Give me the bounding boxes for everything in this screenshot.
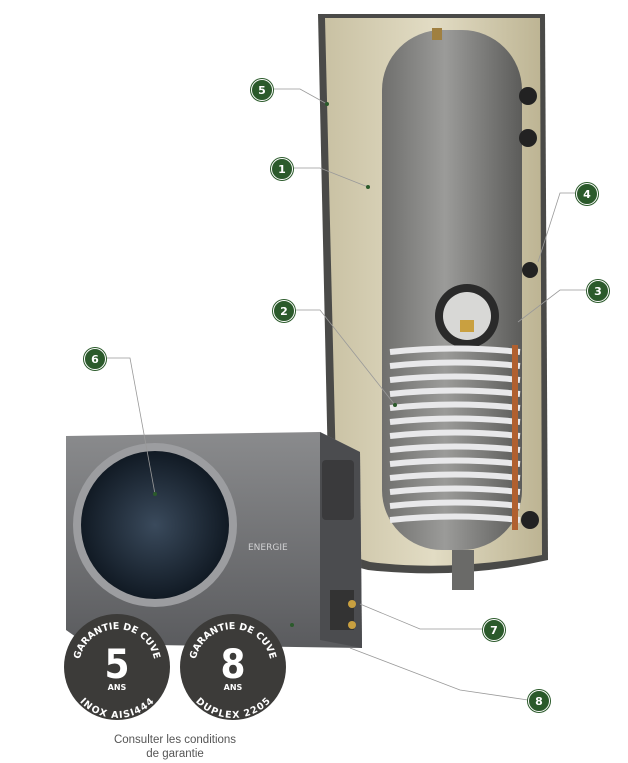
marker-5[interactable]: 5 <box>251 79 273 101</box>
heat-pump-outdoor-unit: ENERGIE <box>66 432 362 648</box>
fan-grille <box>81 451 229 599</box>
marker-4[interactable]: 4 <box>576 183 598 205</box>
caption-line-2: de garantie <box>146 748 204 760</box>
warranty-badge-inox: GARANTIE DE CUVE INOX AISI444 5 ANS <box>64 614 170 721</box>
badge-years: 5 <box>104 642 129 688</box>
marker-6[interactable]: 6 <box>84 348 106 370</box>
caption-line-1: Consulter les conditions <box>113 734 237 746</box>
marker-1[interactable]: 1 <box>271 158 293 180</box>
marker-8[interactable]: 8 <box>528 690 550 712</box>
warranty-conditions-link[interactable]: Consulter les conditions de garantie <box>90 733 260 761</box>
marker-7[interactable]: 7 <box>483 619 505 641</box>
marker-3[interactable]: 3 <box>587 280 609 302</box>
callout-lines <box>104 88 587 701</box>
marker-2[interactable]: 2 <box>273 300 295 322</box>
badge-years: 8 <box>220 642 245 688</box>
badge-unit: ANS <box>224 683 243 692</box>
brand-logo: ENERGIE <box>248 543 288 553</box>
badge-unit: ANS <box>108 683 127 692</box>
heat-exchanger-coil <box>389 345 521 523</box>
water-heater <box>318 14 548 590</box>
warranty-badge-duplex: GARANTIE DE CUVE DUPLEX 2205 8 ANS <box>180 614 286 721</box>
